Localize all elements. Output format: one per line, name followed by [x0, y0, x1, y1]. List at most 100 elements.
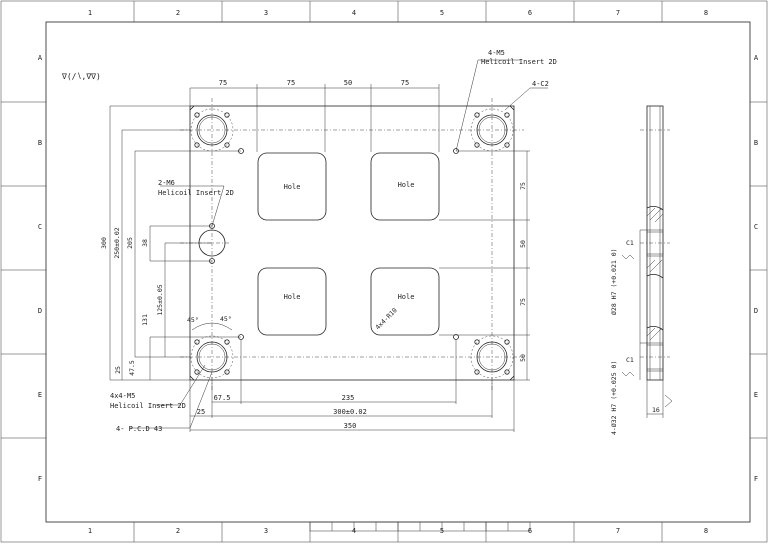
- centerlines: [180, 98, 524, 392]
- thickness-label: 16: [652, 406, 660, 414]
- row-labels: A B C D E F A B C D E F: [38, 54, 759, 483]
- dim-top: 75: [401, 79, 409, 87]
- right-dimension-lines: [439, 150, 530, 381]
- note-helicoil: Helicoil Insert 2D: [158, 189, 234, 197]
- surface-finish-symbol: ∇(∕∖,∇∇): [61, 72, 101, 81]
- angle-label: 45°: [187, 316, 199, 324]
- left-dimension-lines: [109, 105, 241, 381]
- dim-bottom: 67.5: [214, 394, 231, 402]
- col-label: 3: [264, 527, 268, 535]
- note-m6: 2-M6: [158, 179, 175, 187]
- col-label: 1: [88, 9, 92, 17]
- dim-bottom: 350: [344, 422, 357, 430]
- plate-outline: [189, 105, 515, 381]
- angle-label: 45°: [220, 315, 232, 323]
- dim-left: 205: [126, 237, 134, 249]
- pocket-label: Hole: [284, 183, 301, 191]
- col-label: 5: [440, 9, 444, 17]
- row-label: C: [38, 223, 42, 231]
- bore-diameter-28: Ø28 H7 (+0.021 0): [610, 248, 618, 315]
- dim-left: 38: [141, 239, 149, 247]
- chamfer-label: C1: [626, 239, 634, 247]
- col-label: 8: [704, 527, 708, 535]
- dim-bottom: 25: [197, 408, 205, 416]
- col-label: 3: [264, 9, 268, 17]
- top-dimension-lines: [189, 84, 440, 152]
- dim-top: 75: [287, 79, 295, 87]
- dim-right: 75: [519, 298, 527, 306]
- row-label: A: [754, 54, 759, 62]
- col-label: 2: [176, 527, 180, 535]
- angle-labels: 45° 45°: [187, 315, 232, 324]
- col-label: 4: [352, 9, 356, 17]
- right-dimension-values: 75 50 75 50: [519, 182, 527, 362]
- top-dimension-values: 75 75 50 75: [219, 79, 409, 87]
- note-radius: 4x4-R10: [374, 306, 399, 331]
- col-label: 2: [176, 9, 180, 17]
- dim-bottom: 300±0.02: [333, 408, 367, 416]
- corner-boss-br: [470, 335, 514, 379]
- dim-top: 75: [219, 79, 227, 87]
- angle-arc: [191, 322, 233, 331]
- pocket-br: [370, 267, 440, 336]
- row-label: B: [754, 139, 758, 147]
- notes: 4-M5 Helicoil Insert 2D 4-C2 2-M6 Helico…: [110, 49, 557, 433]
- side-view: [621, 105, 673, 418]
- chamfer-label: C1: [626, 356, 634, 364]
- pocket-tl: [257, 152, 327, 221]
- note-chamfer: 4-C2: [532, 80, 549, 88]
- pocket-label: Hole: [398, 181, 415, 189]
- dim-right: 50: [519, 240, 527, 248]
- pocket-label: Hole: [284, 293, 301, 301]
- dim-left: 125±0.05: [156, 284, 164, 315]
- scale-bar: [309, 521, 531, 532]
- side-view-labels: C1 C1 Ø28 H7 (+0.021 0) 4-Ø32 H7 (+0.025…: [610, 239, 660, 435]
- dim-left: 131: [141, 314, 149, 326]
- leader-lines: [130, 59, 548, 429]
- row-label: F: [754, 475, 758, 483]
- pocket-labels: Hole Hole Hole Hole: [284, 181, 415, 301]
- col-label: 7: [616, 527, 620, 535]
- left-dimension-values: 300 250±0.02 205 38 125±0.05 131 47.5 25: [100, 227, 164, 376]
- row-label: E: [754, 391, 758, 399]
- dim-top: 50: [344, 79, 352, 87]
- dim-left: 47.5: [128, 360, 136, 376]
- row-label: C: [754, 223, 758, 231]
- row-label: A: [38, 54, 43, 62]
- pocket-tr: [370, 152, 440, 221]
- note-m5: 4-M5: [488, 49, 505, 57]
- dim-left: 25: [114, 366, 122, 374]
- note-helicoil: Helicoil Insert 2D: [481, 58, 557, 66]
- col-label: 8: [704, 9, 708, 17]
- dim-bottom: 235: [342, 394, 355, 402]
- row-label: D: [38, 307, 42, 315]
- plate-chamfers: [189, 105, 515, 381]
- row-label: B: [38, 139, 42, 147]
- row-label: F: [38, 475, 42, 483]
- row-label: D: [754, 307, 758, 315]
- note-m5-bottom: 4x4-M5: [110, 392, 135, 400]
- m5-holes: [238, 148, 459, 340]
- col-label: 7: [616, 9, 620, 17]
- corner-boss-bl: [190, 335, 234, 379]
- corner-boss-tl: [190, 108, 234, 152]
- bore-diameter-32: 4-Ø32 H7 (+0.025 0): [610, 361, 618, 435]
- bottom-dimension-values: 67.5 235 25 300±0.02 350: [197, 394, 367, 430]
- note-helicoil: Helicoil Insert 2D: [110, 402, 186, 410]
- dim-left: 250±0.02: [113, 227, 121, 258]
- dim-left: 300: [100, 237, 108, 249]
- bottom-dimension-lines: [189, 340, 515, 432]
- dim-right: 50: [519, 354, 527, 362]
- col-label: 6: [528, 9, 532, 17]
- col-label: 1: [88, 527, 92, 535]
- row-label: E: [38, 391, 42, 399]
- sheet-inner-border: [45, 21, 751, 523]
- dim-right: 75: [519, 182, 527, 190]
- pocket-label: Hole: [398, 293, 415, 301]
- note-pcd: 4- P.C.D 43: [116, 425, 162, 433]
- pocket-bl: [257, 267, 327, 336]
